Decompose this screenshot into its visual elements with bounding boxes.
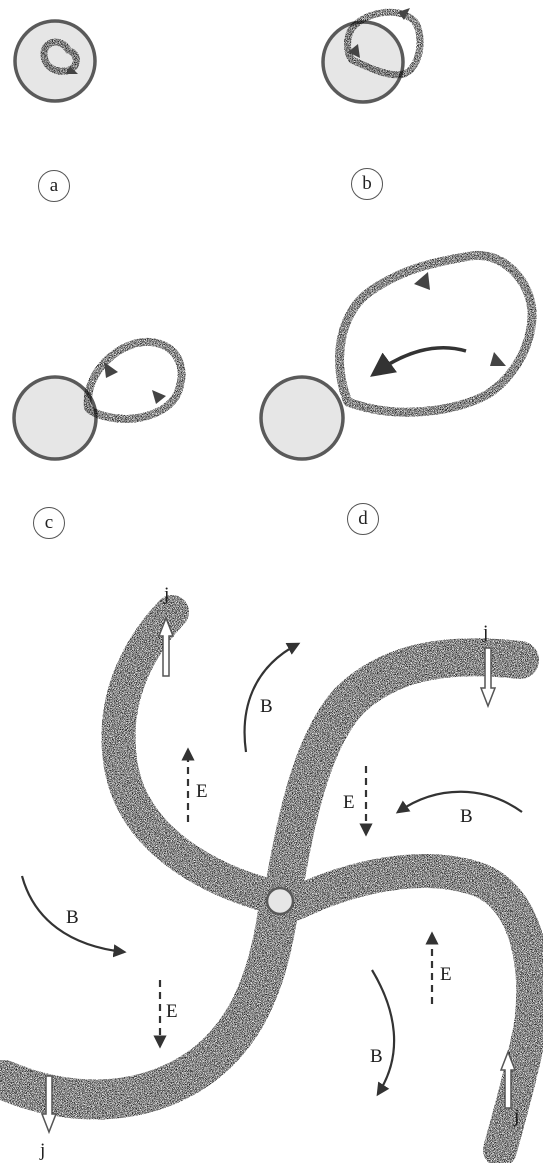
electric-label: E (440, 964, 452, 985)
spiral-diagram: j j j j B B B B E E E E (4, 584, 533, 1161)
panel-a (15, 21, 95, 101)
loop-arrow-icon (490, 352, 506, 366)
spiral-arm (118, 612, 270, 896)
magnetic-label: B (66, 907, 79, 928)
loop-arrow-icon (104, 362, 118, 378)
object-circle (15, 21, 95, 101)
electric-label: E (166, 1001, 178, 1022)
panel-label-a: a (38, 170, 70, 202)
current-label: j (39, 1140, 45, 1161)
magnetic-field-arrow (372, 970, 394, 1094)
plasma-loop (340, 255, 533, 412)
rotation-arrow (374, 348, 466, 374)
loop-arrow-icon (152, 390, 166, 404)
spiral-arm (294, 871, 533, 1150)
magnetic-label: B (260, 696, 273, 717)
electric-label: E (343, 792, 355, 813)
current-label: j (163, 584, 169, 605)
panel-label-b: b (351, 168, 383, 200)
loop-arrow-icon (414, 272, 430, 290)
panel-c (14, 342, 182, 459)
current-label: j (513, 1106, 519, 1127)
panel-b (323, 8, 420, 102)
magnetic-label: B (370, 1046, 383, 1067)
magnetic-label: B (460, 806, 473, 827)
panel-d (261, 255, 532, 459)
center-object (267, 888, 293, 914)
panel-label-d: d (347, 503, 379, 535)
electric-label: E (196, 781, 208, 802)
spiral-arms (4, 612, 533, 1150)
plasma-loop (88, 342, 182, 419)
object-circle (14, 377, 96, 459)
current-label: j (482, 622, 488, 643)
object-circle (261, 377, 343, 459)
panel-label-c: c (33, 507, 65, 539)
spiral-arm (4, 912, 278, 1100)
